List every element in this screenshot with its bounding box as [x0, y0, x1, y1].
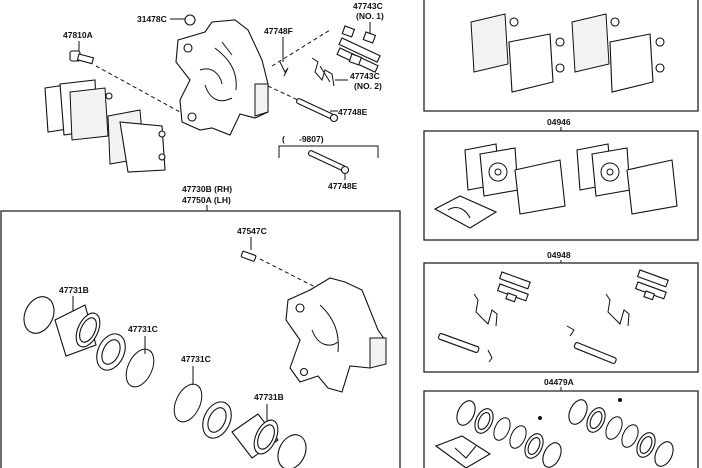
alignment-line — [267, 85, 299, 101]
bolt-part[interactable] — [69, 50, 95, 65]
fitting-kit-border — [423, 262, 699, 373]
bleeder-cap-part[interactable] — [184, 14, 196, 26]
caliper-body-upper[interactable] — [175, 19, 269, 136]
label-47748F[interactable]: 47748F — [264, 26, 293, 36]
pin-upper-part[interactable] — [295, 98, 339, 123]
pad-kit-box[interactable] — [423, 0, 699, 112]
label-47547C[interactable]: 47547C — [237, 226, 267, 236]
kit-code-04948[interactable]: 04948 — [547, 250, 571, 260]
label-no2: (NO. 2) — [354, 81, 382, 91]
seal-right-part[interactable] — [197, 397, 237, 442]
cylinder-kit-parts — [434, 398, 674, 468]
label-47748E-lower[interactable]: 47748E — [328, 181, 358, 191]
label-caliper-lh[interactable]: 47750A (LH) — [182, 195, 231, 205]
label-caliper-rh[interactable]: 47730B (RH) — [182, 184, 232, 194]
caliper-assembly-box: 47547C 47731B 47731C 47731C — [0, 210, 401, 468]
shim-kit-parts — [433, 143, 678, 229]
snap-ring-right-part[interactable] — [169, 380, 208, 426]
piston-left-part[interactable] — [54, 304, 105, 357]
alignment-line — [271, 29, 331, 67]
label-47731B-right[interactable]: 47731B — [254, 392, 284, 402]
shim-kit-box[interactable] — [423, 130, 699, 241]
kit-code-04479A[interactable]: 04479A — [544, 377, 574, 387]
pin-lower-part[interactable] — [307, 150, 350, 175]
alignment-line — [259, 258, 326, 293]
label-47743C-no1[interactable]: 47743C — [353, 1, 383, 11]
brake-pads-upper[interactable] — [44, 79, 166, 173]
label-47731B-left[interactable]: 47731B — [59, 285, 89, 295]
boot-right-part[interactable] — [273, 430, 312, 468]
anti-squeal-spring-no2-part[interactable] — [311, 57, 335, 87]
caliper-box-border — [0, 210, 401, 468]
boot-left-part[interactable] — [18, 292, 59, 338]
label-47743C-no2[interactable]: 47743C — [350, 71, 380, 81]
fitting-kit-box[interactable] — [423, 262, 699, 373]
label-47731C-right[interactable]: 47731C — [181, 354, 211, 364]
upper-assembly: 31478C 47810A 47748F 47743C (NO. 1) — [44, 1, 384, 211]
pad-kit-pads — [470, 13, 665, 93]
caliper-body-lower[interactable] — [285, 277, 387, 393]
pad-kit-border — [423, 0, 699, 112]
snap-ring-left-part[interactable] — [121, 345, 160, 391]
piston-right-part[interactable] — [231, 413, 283, 459]
alignment-line — [95, 65, 181, 113]
bleeder-dot — [618, 398, 622, 402]
bleeder-plug-part[interactable] — [240, 250, 257, 262]
seal-left-part[interactable] — [91, 329, 131, 374]
range-note: ( -9807) — [282, 134, 324, 144]
cylinder-kit-border — [423, 390, 699, 468]
label-no1: (NO. 1) — [356, 11, 384, 21]
kit-code-04946[interactable]: 04946 — [547, 117, 571, 127]
shim-kit-border — [423, 130, 699, 241]
range-bracket — [278, 145, 379, 158]
label-47748E-upper[interactable]: 47748E — [338, 107, 368, 117]
bleeder-dot — [538, 416, 542, 420]
label-47731C-left[interactable]: 47731C — [128, 324, 158, 334]
anti-squeal-shim-no1-part[interactable] — [336, 25, 381, 73]
label-31478C[interactable]: 31478C — [137, 14, 167, 24]
fitting-kit-parts — [437, 269, 669, 364]
clip-part[interactable] — [279, 61, 289, 77]
cylinder-kit-box[interactable] — [423, 390, 699, 468]
label-47810A[interactable]: 47810A — [63, 30, 93, 40]
